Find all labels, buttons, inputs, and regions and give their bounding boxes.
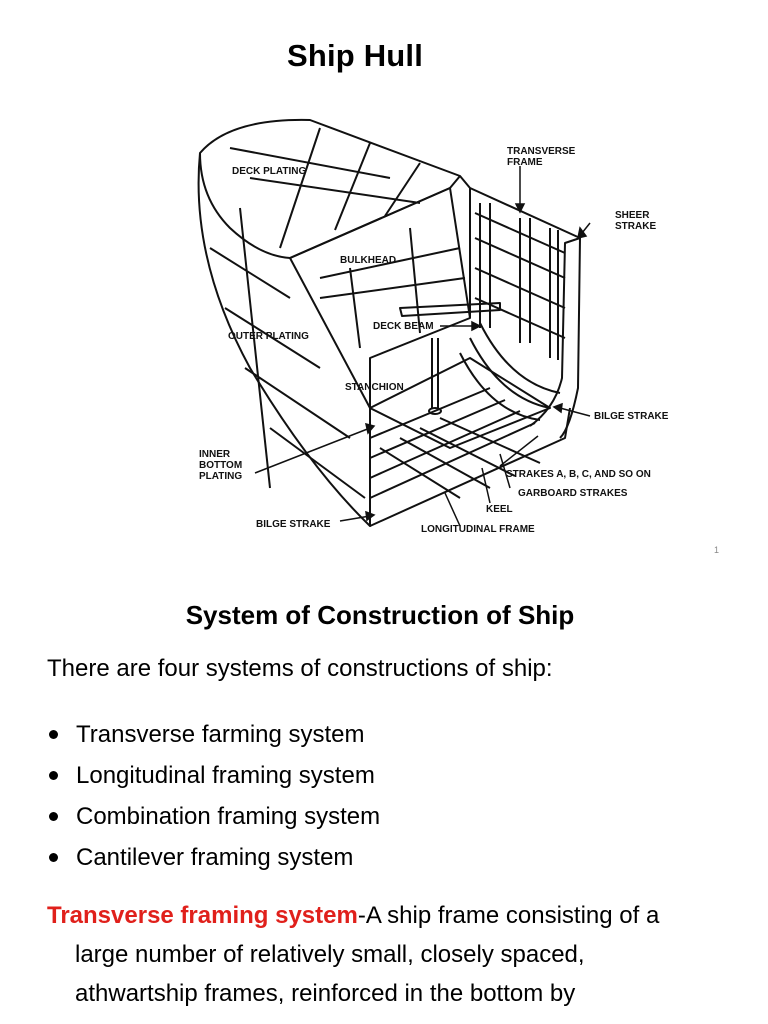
bullet-icon bbox=[49, 812, 58, 821]
transverse-framing-paragraph: Transverse framing system-A ship frame c… bbox=[47, 896, 722, 1013]
list-item: Longitudinal framing system bbox=[47, 755, 380, 796]
highlight-term: Transverse framing system bbox=[47, 902, 358, 929]
list-item: Combination framing system bbox=[47, 796, 380, 837]
ship-hull-diagram bbox=[170, 108, 610, 538]
framing-systems-list: Transverse farming system Longitudinal f… bbox=[47, 714, 380, 878]
list-item: Cantilever framing system bbox=[47, 837, 380, 878]
label-bilge-strake-right: BILGE STRAKE bbox=[594, 411, 669, 422]
bullet-icon bbox=[49, 771, 58, 780]
label-strakes: STRAKES A, B, C, AND SO ON bbox=[506, 469, 651, 480]
hull-bottom bbox=[369, 407, 571, 527]
label-stanchion: STANCHION bbox=[345, 382, 404, 393]
label-bilge-strake-left: BILGE STRAKE bbox=[256, 519, 331, 530]
stanchion-post bbox=[431, 338, 439, 408]
label-garboard-strakes: GARBOARD STRAKES bbox=[518, 488, 628, 499]
hull-illustration bbox=[197, 118, 591, 527]
bullet-icon bbox=[49, 853, 58, 862]
slide-page-number: 1 bbox=[714, 545, 720, 555]
hull-side bbox=[197, 152, 371, 527]
hull-section bbox=[459, 175, 581, 439]
label-deck-plating: DECK PLATING bbox=[232, 166, 307, 177]
label-longitudinal-frame: LONGITUDINAL FRAME bbox=[421, 524, 535, 535]
label-keel: KEEL bbox=[486, 504, 513, 515]
bullet-icon bbox=[49, 730, 58, 739]
paragraph-line-3: athwartship frames, reinforced in the bo… bbox=[75, 980, 576, 1007]
deck-beam bbox=[399, 302, 501, 317]
section-title: System of Construction of Ship bbox=[185, 600, 575, 630]
label-sheer-strake: SHEER STRAKE bbox=[615, 210, 657, 232]
paragraph-line-2: large number of relatively small, closel… bbox=[75, 941, 585, 968]
section-intro: There are four systems of constructions … bbox=[47, 655, 553, 682]
bulkhead-plate bbox=[289, 187, 471, 408]
slide-ship-hull: Ship Hull bbox=[170, 38, 720, 555]
slide-title: Ship Hull bbox=[286, 38, 424, 73]
list-item: Transverse farming system bbox=[47, 714, 380, 755]
label-inner-bottom-plating: INNER BOTTOM PLATING bbox=[199, 449, 243, 482]
label-outer-plating: OUTER PLATING bbox=[228, 331, 309, 342]
paragraph-line-1: -A ship frame consisting of a bbox=[357, 902, 660, 929]
inner-bottom-plate bbox=[369, 357, 551, 449]
construction-section-header: System of Construction of Ship bbox=[0, 600, 768, 631]
hull-outer-shell bbox=[199, 118, 461, 259]
label-transverse-frame: TRANSVERSE FRAME bbox=[507, 146, 576, 168]
label-bulkhead: BULKHEAD bbox=[340, 255, 397, 266]
label-deck-beam: DECK BEAM bbox=[373, 321, 434, 332]
